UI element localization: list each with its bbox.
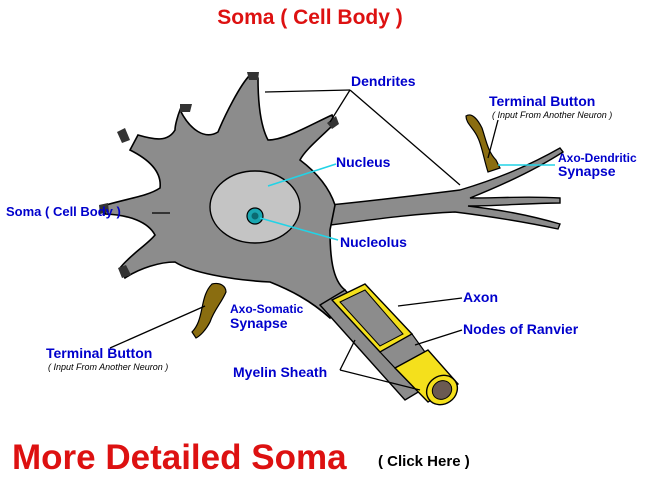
label-axo-dendritic-line2: Synapse <box>558 163 616 179</box>
axon <box>318 283 460 406</box>
label-soma: Soma ( Cell Body ) <box>6 204 121 219</box>
click-here-hint[interactable]: ( Click Here ) <box>378 453 470 470</box>
page-title: Soma ( Cell Body ) <box>217 6 403 29</box>
label-terminal-button-bottom: Terminal Button <box>46 345 152 361</box>
label-nucleus: Nucleus <box>336 154 391 170</box>
label-terminal-button-top-sub: ( Input From Another Neuron ) <box>492 110 612 120</box>
label-terminal-button-top: Terminal Button <box>489 93 595 109</box>
label-myelin-sheath: Myelin Sheath <box>233 364 327 380</box>
label-nucleolus: Nucleolus <box>340 234 407 250</box>
terminal-button-top <box>465 114 501 173</box>
label-dendrites: Dendrites <box>351 73 416 89</box>
dendrite-branch <box>329 147 565 230</box>
label-axon: Axon <box>463 289 498 305</box>
more-detailed-soma-text[interactable]: More Detailed Soma <box>12 438 347 477</box>
more-detailed-soma-link[interactable]: More Detailed Soma ( Click Here ) <box>12 438 470 477</box>
label-axo-dendritic-line1: Axo-Dendritic <box>558 151 637 165</box>
label-nodes-of-ranvier: Nodes of Ranvier <box>463 321 579 337</box>
label-terminal-button-bottom-sub: ( Input From Another Neuron ) <box>48 362 168 372</box>
label-axo-somatic-line1: Axo-Somatic <box>230 302 304 316</box>
label-axo-somatic-line2: Synapse <box>230 315 288 331</box>
nucleus <box>209 170 301 244</box>
terminal-button-bottom <box>191 282 227 339</box>
pointer-lines <box>109 89 555 391</box>
